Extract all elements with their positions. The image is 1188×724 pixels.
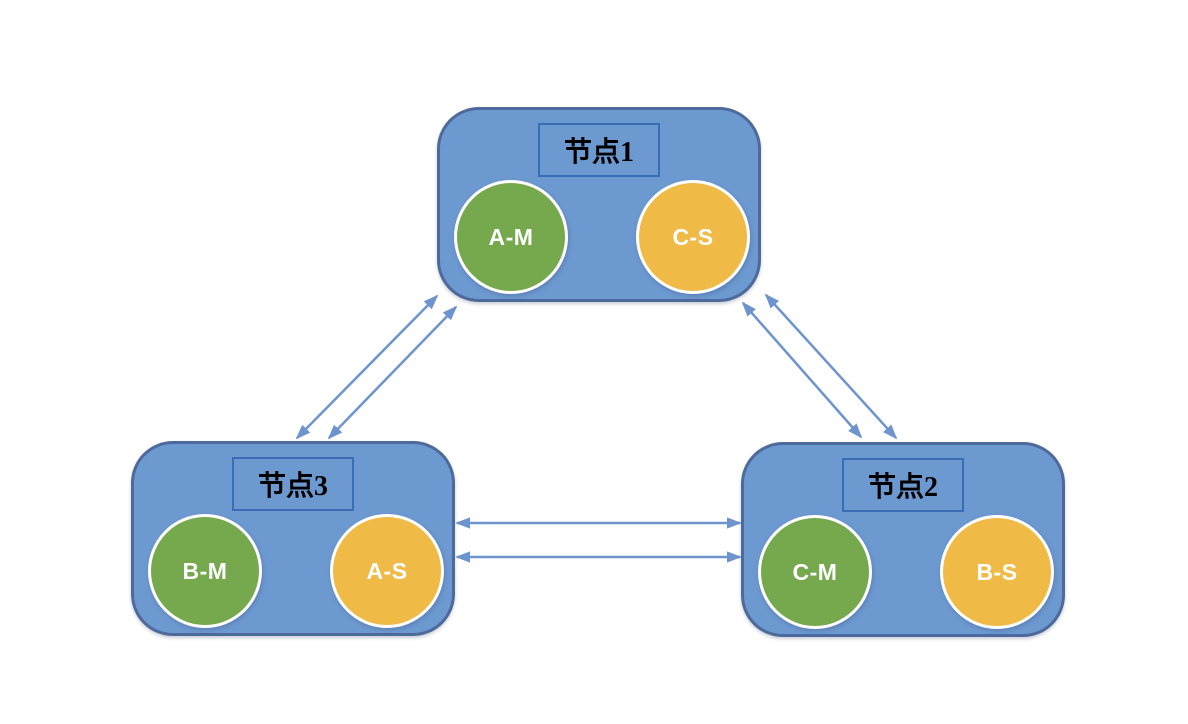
node-3-slave-circle: A-S	[330, 514, 444, 628]
node-2-title: 节点2	[867, 472, 938, 503]
node-1-title: 节点1	[563, 137, 634, 168]
node-2-slave-label: B-S	[976, 558, 1018, 585]
connection-node1-node3	[327, 305, 458, 440]
node-1-slave-circle: C-S	[636, 180, 750, 294]
node-1-master-circle: A-M	[454, 180, 568, 294]
connection-node1-node2	[741, 301, 863, 439]
node-1-title-box: 节点1	[538, 123, 660, 177]
node-1-master-label: A-M	[488, 223, 534, 250]
connection-node1-node3	[295, 294, 439, 440]
node-2-title-box: 节点2	[842, 458, 964, 512]
node-3-master-label: B-M	[182, 557, 228, 584]
node-2-master-label: C-M	[792, 558, 838, 585]
node-3-title-box: 节点3	[232, 457, 354, 511]
node-3: 节点3 B-M A-S	[131, 441, 455, 636]
node-3-slave-label: A-S	[366, 557, 408, 584]
node-3-title: 节点3	[257, 471, 328, 502]
node-2-slave-circle: B-S	[940, 515, 1054, 629]
node-1: 节点1 A-M C-S	[437, 107, 761, 302]
node-2: 节点2 C-M B-S	[741, 442, 1065, 637]
connection-node1-node2	[764, 293, 898, 440]
node-3-master-circle: B-M	[148, 514, 262, 628]
node-2-master-circle: C-M	[758, 515, 872, 629]
node-1-slave-label: C-S	[672, 223, 714, 250]
